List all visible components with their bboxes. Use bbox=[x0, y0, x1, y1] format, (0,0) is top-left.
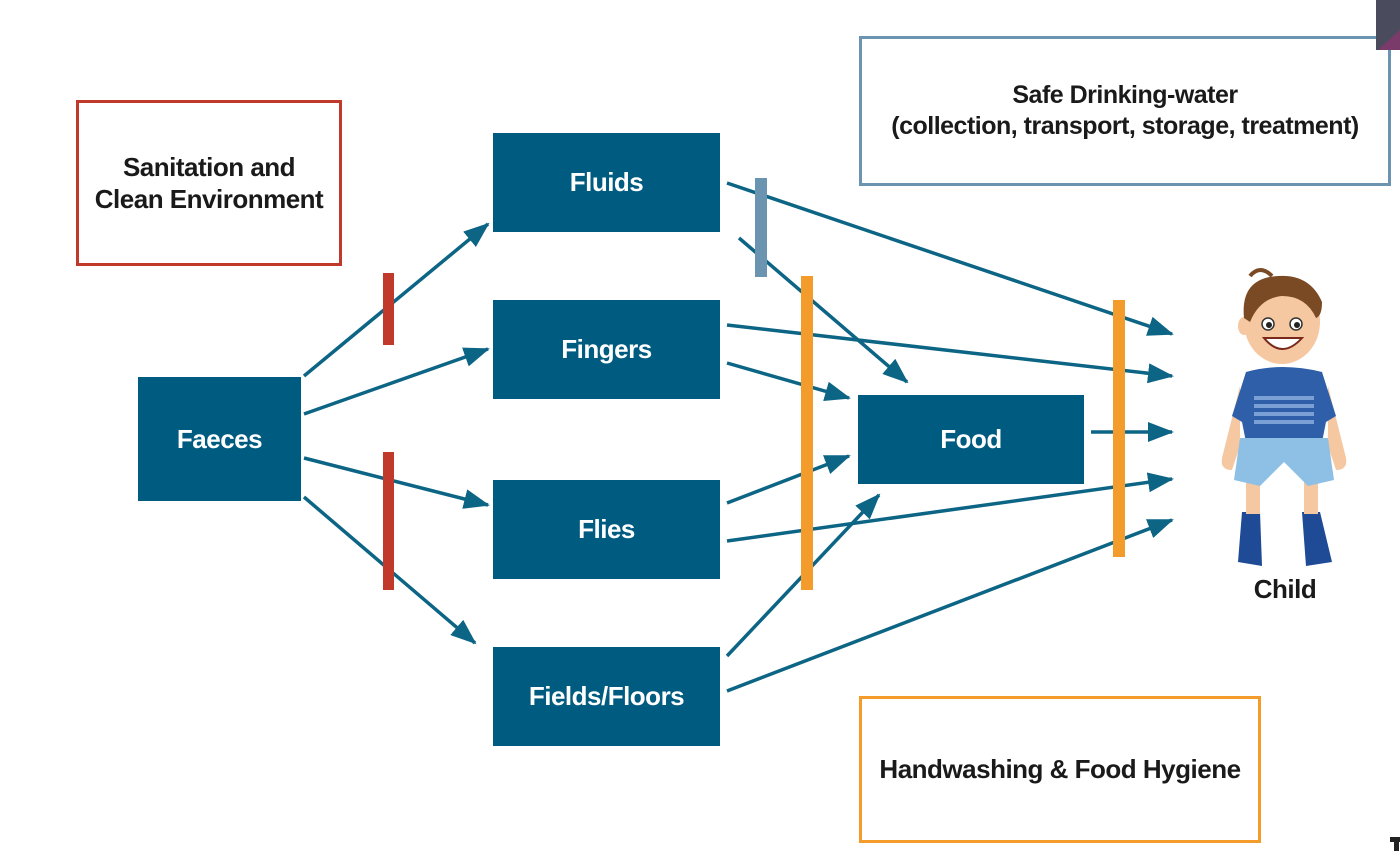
sanitation-barrier-bar-top bbox=[383, 273, 394, 345]
node-faeces: Faeces bbox=[138, 377, 301, 501]
child-label: Child bbox=[1253, 574, 1317, 604]
arrow-fluids-child bbox=[726, 181, 1174, 336]
node-fingers: Fingers bbox=[493, 300, 720, 399]
arrow-flies-child bbox=[726, 472, 1174, 543]
arrow-faeces-fluids bbox=[302, 222, 490, 378]
sanitation-barrier-bar-bottom bbox=[383, 452, 394, 590]
water-label-line-2: (collection, transport, storage, treatme… bbox=[891, 112, 1359, 140]
hygiene-barrier-box: Handwashing & Food Hygiene bbox=[859, 696, 1261, 843]
corner-decoration-bottom bbox=[1390, 837, 1400, 851]
node-fluids: Fluids bbox=[493, 133, 720, 232]
arrow-fingers-child bbox=[726, 323, 1174, 384]
node-fields-floors: Fields/Floors bbox=[493, 647, 720, 746]
arrow-fields-child bbox=[726, 518, 1174, 693]
child-illustration bbox=[1221, 268, 1347, 566]
water-label-line-1: Safe Drinking-water bbox=[1012, 80, 1238, 109]
sanitation-barrier-box: Sanitation and Clean Environment bbox=[76, 100, 342, 266]
arrow-faeces-flies bbox=[303, 456, 490, 509]
arrow-flies-food bbox=[726, 454, 851, 505]
arrow-faeces-fingers bbox=[303, 347, 490, 416]
node-food: Food bbox=[858, 395, 1084, 484]
sanitation-label-line-2: Clean Environment bbox=[94, 184, 324, 214]
water-barrier-box: Safe Drinking-water (collection, transpo… bbox=[859, 36, 1391, 186]
hygiene-barrier-bar-right bbox=[1113, 300, 1125, 557]
arrow-fingers-food bbox=[726, 361, 851, 401]
water-barrier-bar bbox=[755, 178, 767, 277]
node-flies: Flies bbox=[493, 480, 720, 579]
hygiene-barrier-bar-left bbox=[801, 276, 813, 590]
hygiene-label: Handwashing & Food Hygiene bbox=[879, 754, 1241, 785]
sanitation-label-line-1: Sanitation and bbox=[122, 151, 296, 182]
corner-decoration-top bbox=[1376, 0, 1400, 50]
